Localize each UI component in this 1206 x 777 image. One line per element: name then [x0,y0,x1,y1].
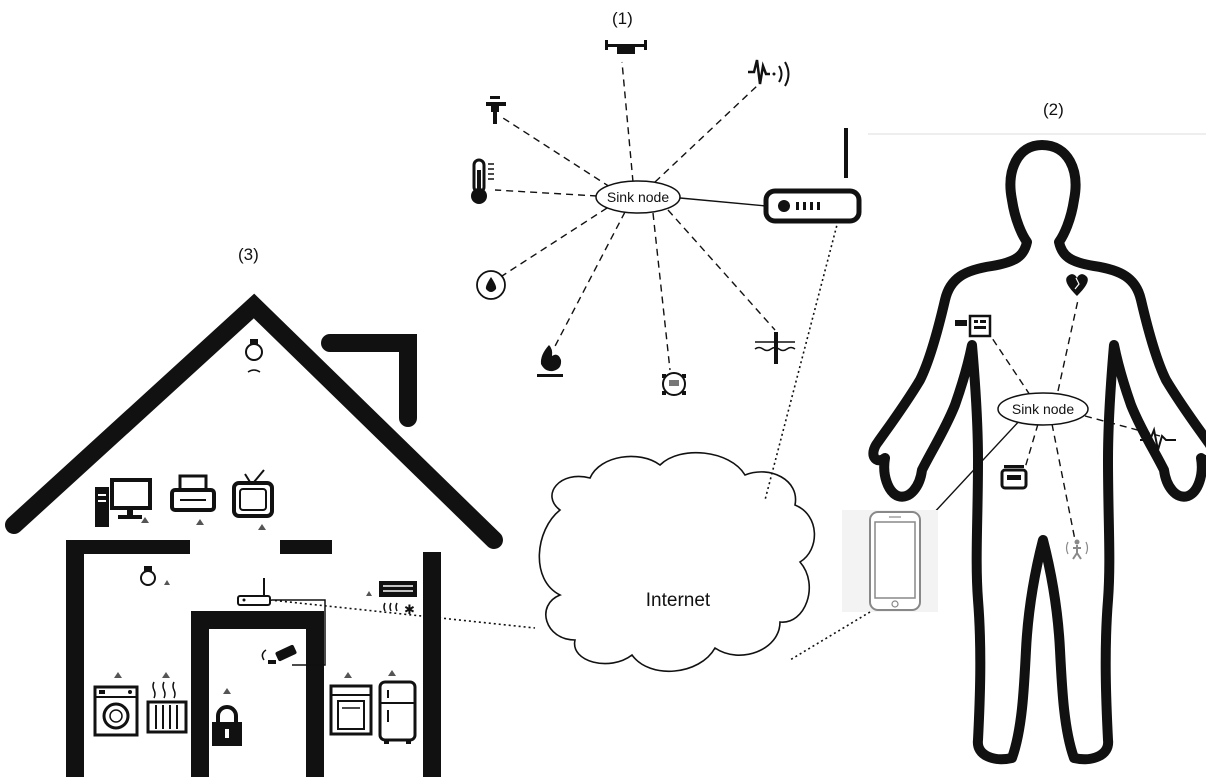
television-icon [232,469,274,530]
radiator-icon [146,672,188,734]
fire-icon [537,345,563,377]
dishwasher-icon [329,672,373,736]
streetlight-icon [486,96,506,124]
internet-links [269,220,871,661]
sensor-links [494,61,776,371]
security-camera-icon [261,644,297,664]
smartphone-icon [842,510,938,612]
body-sensor-links [989,299,1161,541]
body-sink-node [997,392,1089,426]
gauge-sensor-icon [662,372,686,396]
motion-sensor-icon [1065,539,1089,560]
sensor-network-label: (1) [612,9,633,28]
drone-icon [605,40,647,54]
room-lightbulb-icon [140,566,170,586]
home-router-icon [237,578,271,606]
seismic-signal-icon [748,59,790,87]
door-frame [191,611,324,777]
water-level-icon [754,332,796,364]
body-network: (2) Sink node [842,100,1206,765]
internet-label: Internet [646,590,711,611]
body-sink-label: Sink node [1012,401,1074,417]
wrist-ecg-icon [1140,426,1176,451]
svg-text:✱: ✱ [404,603,415,618]
human-body-outline [868,140,1206,765]
wireless-gateway-icon [763,128,862,224]
sensor-sink-label: Sink node [607,189,669,205]
refrigerator-icon [378,670,417,744]
sink-gateway-link [679,197,767,207]
smart-home-label: (3) [238,245,259,264]
printer-icon [170,474,216,525]
house-roof [5,293,503,549]
internet-cloud: Internet [538,451,816,673]
body-network-label: (2) [1043,100,1064,119]
house-chimney [321,334,417,427]
sensor-network: (1) Sink node [471,9,862,396]
desktop-computer-icon [95,478,152,527]
insulin-pump-icon [1000,465,1028,490]
heart-monitor-icon [1066,274,1088,296]
water-drop-icon [476,270,506,300]
air-conditioner-icon: ✱ [366,581,417,618]
smart-lock-icon [212,688,242,746]
smart-home: (3) [5,245,503,777]
washing-machine-icon [93,672,139,737]
attic-lightbulb-icon [245,339,263,373]
blood-pressure-icon [955,314,992,338]
sensor-sink-node [595,180,681,214]
camera-wire [272,599,326,666]
thermometer-icon [471,158,494,204]
